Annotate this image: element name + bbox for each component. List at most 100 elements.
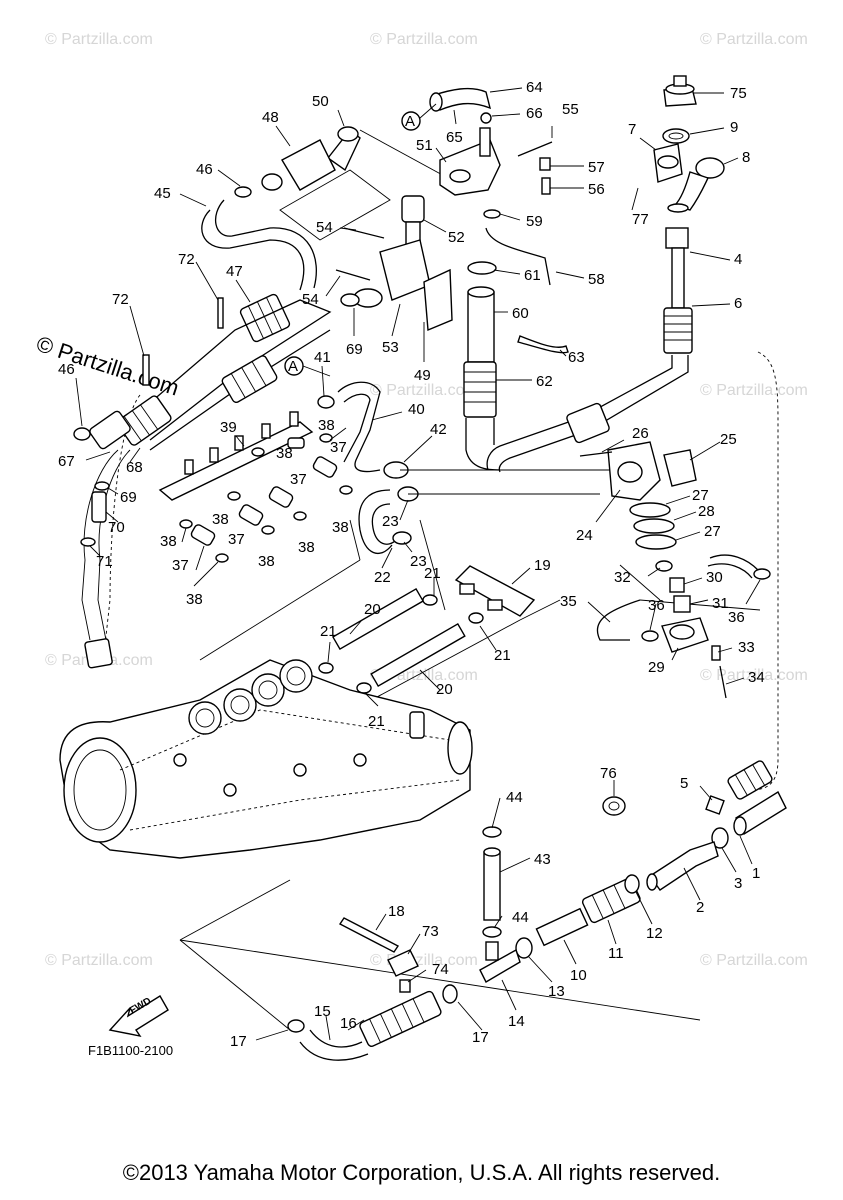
callout-1: 1 <box>752 865 760 882</box>
callout-38: 38 <box>332 519 349 536</box>
callout-59: 59 <box>526 213 543 230</box>
callout-44: 44 <box>506 789 523 806</box>
callout-23: 23 <box>410 553 427 570</box>
callout-38: 38 <box>186 591 203 608</box>
callout-72: 72 <box>112 291 129 308</box>
callout-40: 40 <box>408 401 425 418</box>
callout-36: 36 <box>728 609 745 626</box>
figure-code: F1B1100-2100 <box>88 1043 174 1058</box>
callout-46: 46 <box>196 161 213 178</box>
watermark-text: © Partzilla.com <box>700 31 808 48</box>
callout-16: 16 <box>340 1015 357 1032</box>
callout-21: 21 <box>368 713 385 730</box>
callout-21: 21 <box>320 623 337 640</box>
fwd-arrow-icon: FWD <box>108 995 169 1038</box>
callout-28: 28 <box>698 503 715 520</box>
callout-37: 37 <box>228 531 245 548</box>
callout-77: 77 <box>632 211 649 228</box>
watermark-text: © Partzilla.com <box>700 667 808 684</box>
callout-20: 20 <box>364 601 381 618</box>
callout-56: 56 <box>588 181 605 198</box>
view-marker-a: A <box>284 356 331 377</box>
callout-38: 38 <box>318 417 335 434</box>
callout-25: 25 <box>720 431 737 448</box>
watermark-main: © Partzilla.com <box>33 331 182 401</box>
callout-72: 72 <box>178 251 195 268</box>
callout-71: 71 <box>96 553 113 570</box>
callout-27: 27 <box>704 523 721 540</box>
callout-24: 24 <box>576 527 593 544</box>
callout-75: 75 <box>730 85 747 102</box>
callout-37: 37 <box>290 471 307 488</box>
callout-10: 10 <box>570 967 587 984</box>
callout-7: 7 <box>628 121 636 138</box>
callout-37: 37 <box>330 439 347 456</box>
callout-67: 67 <box>58 453 75 470</box>
callout-41: 41 <box>314 349 331 366</box>
watermark-text: © Partzilla.com <box>370 382 478 399</box>
callout-5: 5 <box>680 775 688 792</box>
callout-54: 54 <box>302 291 319 308</box>
callout-68: 68 <box>126 459 143 476</box>
callout-60: 60 <box>512 305 529 322</box>
view-marker-a: A <box>401 103 437 131</box>
callout-52: 52 <box>448 229 465 246</box>
callout-63: 63 <box>568 349 585 366</box>
callout-64: 64 <box>526 79 543 96</box>
callout-69: 69 <box>346 341 363 358</box>
watermark-text: © Partzilla.com <box>370 31 478 48</box>
callout-57: 57 <box>588 159 605 176</box>
callout-39: 39 <box>220 419 237 436</box>
callout-17: 17 <box>230 1033 247 1050</box>
callout-38: 38 <box>258 553 275 570</box>
callout-30: 30 <box>706 569 723 586</box>
callout-3: 3 <box>734 875 742 892</box>
callout-44: 44 <box>512 909 529 926</box>
callout-50: 50 <box>312 93 329 110</box>
callout-21: 21 <box>494 647 511 664</box>
watermark-text: © Partzilla.com <box>700 382 808 399</box>
callout-32: 32 <box>614 569 631 586</box>
callout-66: 66 <box>526 105 543 122</box>
callout-54: 54 <box>316 219 333 236</box>
callout-22: 22 <box>374 569 391 586</box>
callout-74: 74 <box>432 961 449 978</box>
watermark-text: © Partzilla.com <box>700 952 808 969</box>
callout-45: 45 <box>154 185 171 202</box>
watermark-text: © Partzilla.com <box>45 952 153 969</box>
callout-8: 8 <box>742 149 750 166</box>
callout-11: 11 <box>608 945 624 962</box>
callout-27: 27 <box>692 487 709 504</box>
callout-38: 38 <box>212 511 229 528</box>
callout-12: 12 <box>646 925 663 942</box>
callout-73: 73 <box>422 923 439 940</box>
callout-51: 51 <box>416 137 433 154</box>
callout-18: 18 <box>388 903 405 920</box>
callout-4: 4 <box>734 251 742 268</box>
svg-text:A: A <box>405 113 415 130</box>
callout-47: 47 <box>226 263 243 280</box>
callout-76: 76 <box>600 765 617 782</box>
callout-70: 70 <box>108 519 125 536</box>
callout-53: 53 <box>382 339 399 356</box>
callout-43: 43 <box>534 851 551 868</box>
callout-46: 46 <box>58 361 75 378</box>
callout-33: 33 <box>738 639 755 656</box>
callout-35: 35 <box>560 593 577 610</box>
engine-manifold-drawing <box>59 659 473 859</box>
callout-6: 6 <box>734 295 742 312</box>
callout-61: 61 <box>524 267 541 284</box>
parts-drawing: FWD A A <box>59 75 787 1061</box>
svg-text:A: A <box>288 358 298 375</box>
callout-34: 34 <box>748 669 765 686</box>
callout-49: 49 <box>414 367 431 384</box>
watermark-text: © Partzilla.com <box>370 952 478 969</box>
leader-lines <box>75 87 761 1041</box>
callout-14: 14 <box>508 1013 525 1030</box>
callout-2: 2 <box>696 899 704 916</box>
callout-26: 26 <box>632 425 649 442</box>
callout-17: 17 <box>472 1029 489 1046</box>
callout-38: 38 <box>160 533 177 550</box>
